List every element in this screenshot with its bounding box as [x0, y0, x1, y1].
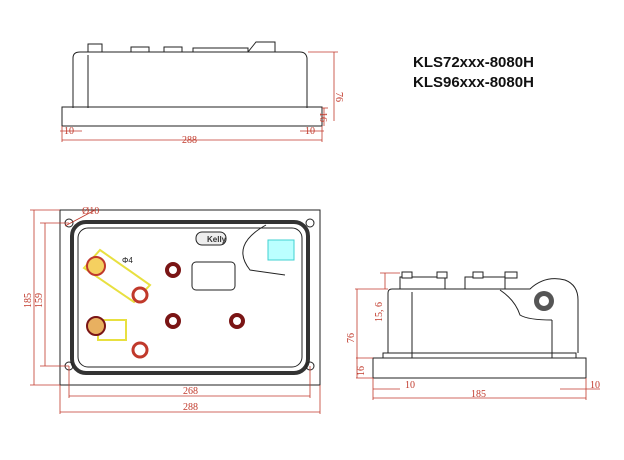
terminal-2 — [131, 341, 149, 359]
outer-height-dim: 185 — [23, 293, 34, 308]
side-height-dim: 76 — [346, 333, 357, 343]
side-right-margin-dim: 10 — [590, 380, 600, 391]
kelly-logo: Kelly — [207, 235, 227, 244]
model-title-96: KLS96xxx-8080H — [413, 74, 534, 91]
top-length-dim: 288 — [182, 135, 197, 146]
terminal-4 — [165, 313, 181, 329]
terminal-1 — [131, 286, 149, 304]
terminal-hole-dim: Φ4 — [122, 256, 133, 265]
top-base-dim: 16 — [317, 112, 328, 122]
side-width-dim: 185 — [471, 389, 486, 400]
top-view: 76 16 10 10 288 — [60, 41, 344, 146]
hole-diameter-dim: Ø10 — [82, 206, 99, 217]
top-right-margin-dim: 10 — [305, 126, 315, 137]
side-base-dim: 16 — [356, 366, 367, 376]
terminal-height-dim: 15, 6 — [374, 302, 385, 322]
side-left-margin-dim: 10 — [405, 380, 415, 391]
top-height-dim: 76 — [333, 92, 344, 102]
terminal-3 — [165, 262, 181, 278]
hole-height-dim: 159 — [34, 293, 45, 308]
model-title-72: KLS72xxx-8080H — [413, 54, 534, 71]
plan-view: Kelly Φ4 Ø10 185 159 268 288 — [23, 206, 321, 414]
top-left-margin-dim: 10 — [64, 126, 74, 137]
terminal-b-plus-2 — [86, 316, 106, 336]
terminal-b-plus — [86, 256, 106, 276]
hole-spacing-dim: 268 — [183, 386, 198, 397]
side-view: 15, 6 76 16 10 10 185 — [346, 271, 600, 400]
terminal-5 — [229, 313, 245, 329]
plan-length-dim: 288 — [183, 402, 198, 413]
